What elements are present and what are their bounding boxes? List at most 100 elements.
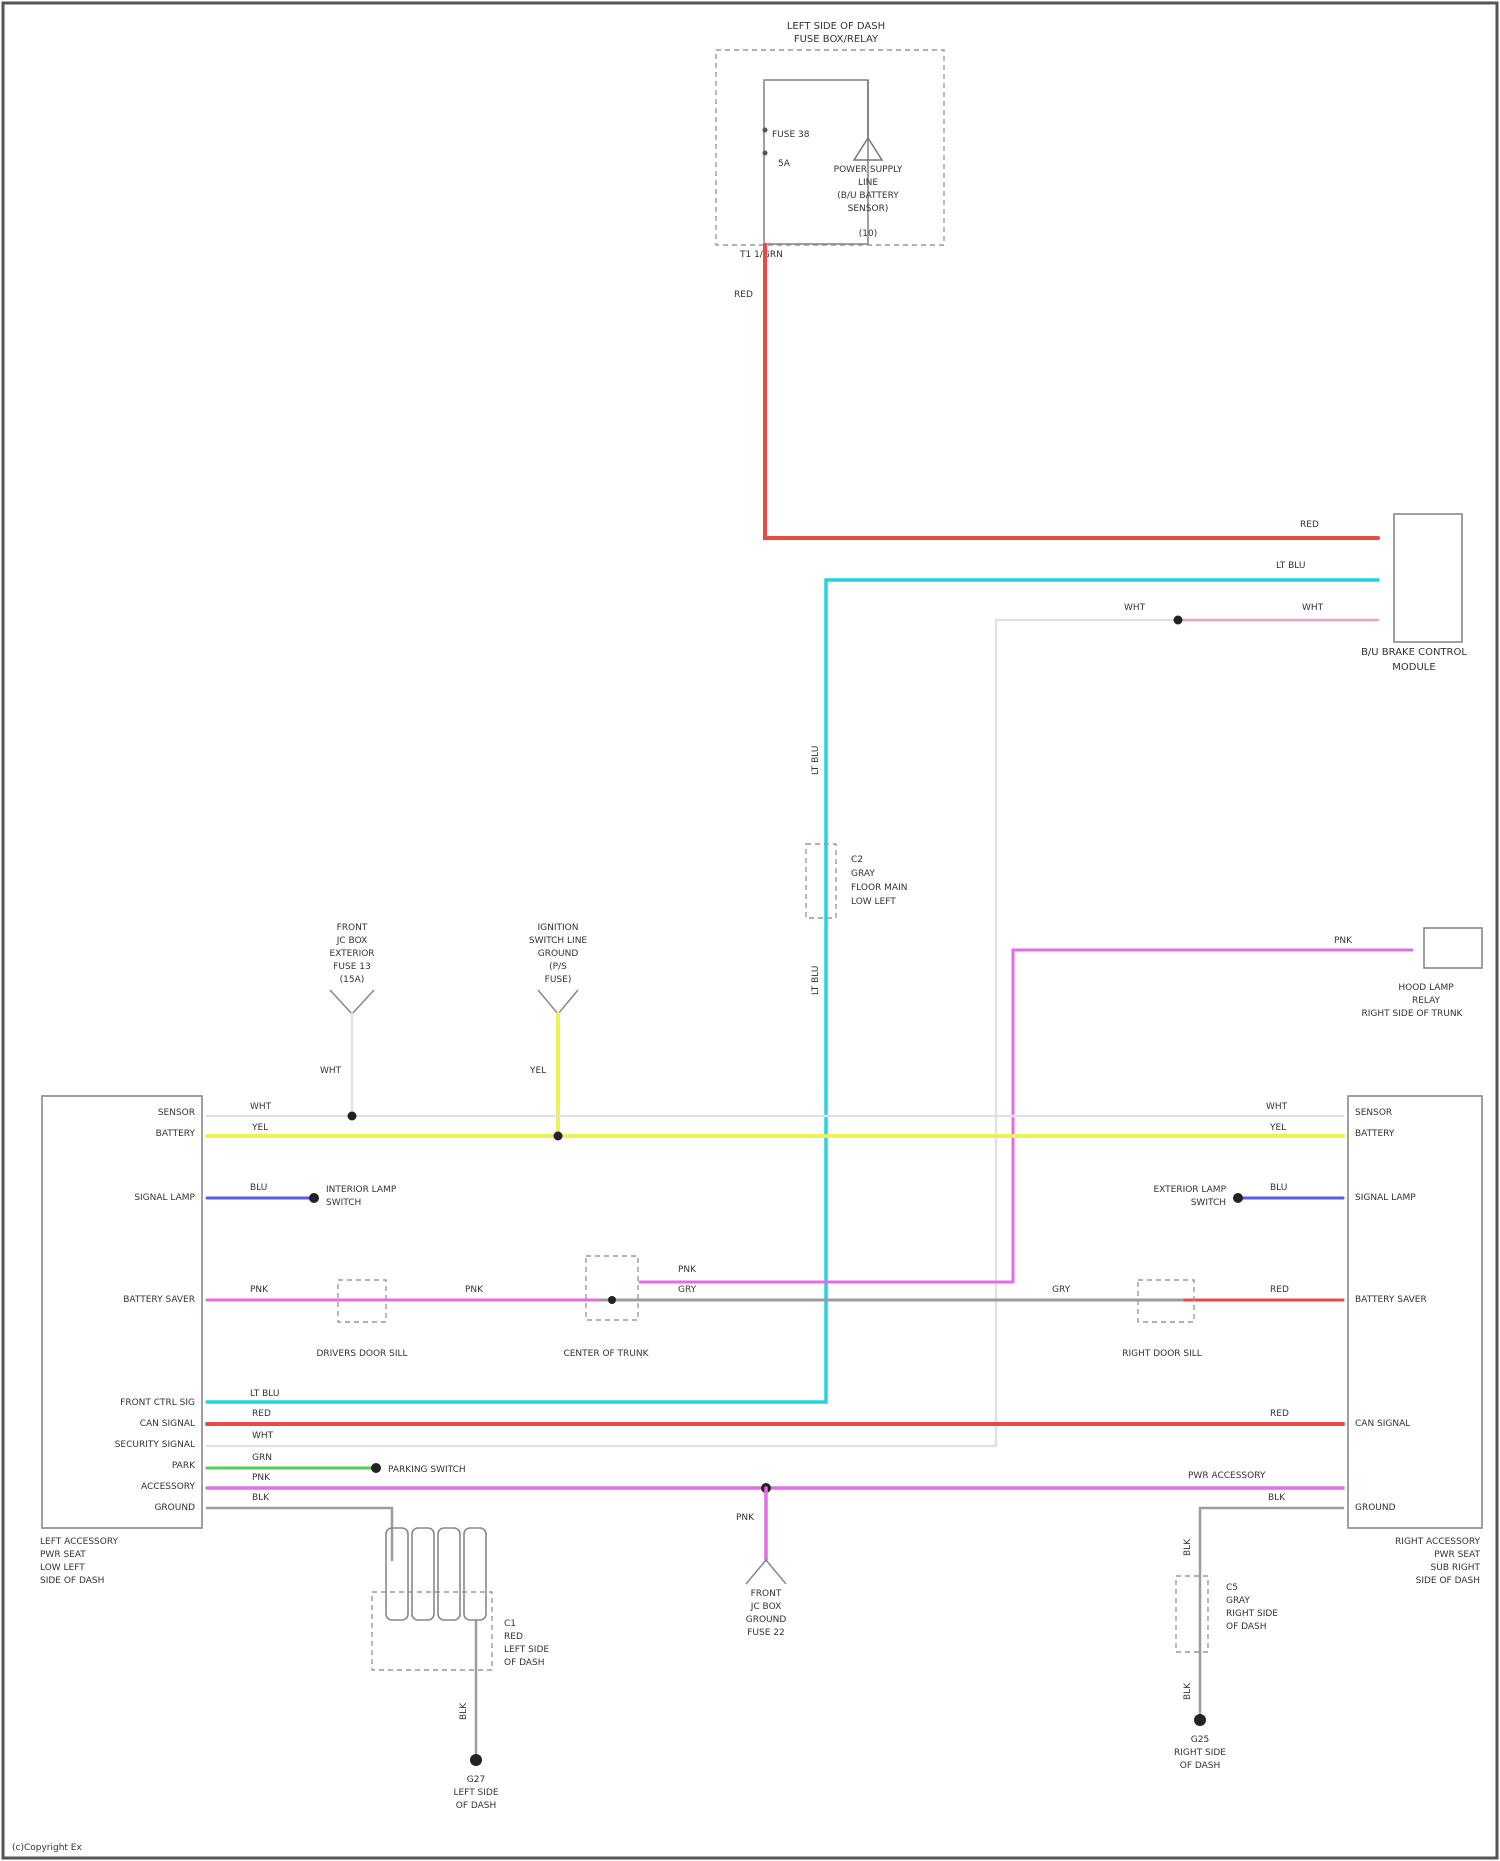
ground-left-label-2: LEFT SIDE <box>453 1788 498 1798</box>
center-fuse-label-1: FRONT <box>751 1589 782 1599</box>
wire-label-red-saver: RED <box>1270 1285 1289 1295</box>
fuse-terminal-label: T1 1/GRN <box>739 250 783 260</box>
c3-left-label-3: LEFT SIDE <box>504 1645 549 1655</box>
brake-wire-label-2: LT BLU <box>1276 561 1305 571</box>
splice-white-sensor <box>348 1112 357 1121</box>
center-fuse-symbol: FRONT JC BOX GROUND FUSE 22 <box>746 1560 787 1638</box>
lamp-left-label-2: SWITCH <box>326 1198 361 1208</box>
left-pin-park: PARK <box>172 1461 196 1471</box>
left-pin-security: SECURITY SIGNAL <box>115 1440 195 1450</box>
fuse-left-label-2: JC BOX <box>336 936 368 946</box>
c3-right-label-4: OF DASH <box>1226 1622 1267 1632</box>
pin-block-3 <box>438 1528 460 1620</box>
center-fuse-label-3: GROUND <box>746 1615 787 1625</box>
hood-lamp-label-3: RIGHT SIDE OF TRUNK <box>1362 1009 1464 1019</box>
wire-label-yel-right-bus: YEL <box>1269 1123 1286 1133</box>
wire-label-lt-blu-left: LT BLU <box>250 1389 279 1399</box>
wire-label-wht-security: WHT <box>252 1431 274 1441</box>
right-door-sill-connector: RIGHT DOOR SILL <box>1122 1280 1202 1359</box>
left-module-name-1: LEFT ACCESSORY <box>40 1537 119 1547</box>
wire-label-gry-relay: GRY <box>678 1285 697 1295</box>
wire-red-supply <box>765 245 1378 538</box>
brake-wire-label-4: WHT <box>1124 603 1146 613</box>
fuse-note-1: POWER SUPPLY <box>834 165 903 175</box>
right-module-name-1: RIGHT ACCESSORY <box>1395 1537 1480 1547</box>
c3-right-label-1: C5 <box>1226 1583 1238 1593</box>
wire-label-blk-ground-right: BLK <box>1268 1493 1286 1503</box>
left-pin-sensor: SENSOR <box>158 1108 195 1118</box>
fuse-left-label-4: FUSE 13 <box>333 962 370 972</box>
fuse-note-5: (10) <box>859 229 877 239</box>
ground-right-symbol <box>1194 1714 1206 1726</box>
splice-center-gray <box>608 1296 616 1304</box>
c2-label-3: FLOOR MAIN <box>851 883 907 893</box>
wire-label-pnk-hood: PNK <box>1334 936 1353 946</box>
ground-right-label-1: G25 <box>1191 1735 1209 1745</box>
left-pin-battery-saver: BATTERY SAVER <box>123 1295 195 1305</box>
right-pin-battery: BATTERY <box>1355 1129 1395 1139</box>
c2-connector: C2 GRAY FLOOR MAIN LOW LEFT <box>806 844 907 918</box>
fuse-center-arrow-icon <box>538 990 578 1014</box>
wire-white-feed <box>996 620 1178 1446</box>
fuse-center-label-1: IGNITION <box>538 923 579 933</box>
fuse-left-arrow-icon <box>330 990 374 1014</box>
splice-blue-left <box>309 1193 319 1203</box>
wire-label-red-can-left: RED <box>252 1409 271 1419</box>
fuse-left-label-5: (15A) <box>340 975 365 985</box>
right-module-box <box>1348 1096 1482 1528</box>
wire-label-blu-left: BLU <box>250 1183 267 1193</box>
right-pin-sensor: SENSOR <box>1355 1108 1392 1118</box>
wire-label-pnk-relay: PNK <box>678 1265 697 1275</box>
c2-outline <box>806 844 836 918</box>
fuse-note-4: SENSOR) <box>848 204 889 214</box>
park-switch-label: PARKING SWITCH <box>388 1465 466 1475</box>
center-fuse-arrow-icon <box>746 1560 786 1584</box>
splice-white-top <box>1174 616 1183 625</box>
wire-label-yel-fuse: YEL <box>529 1066 546 1076</box>
door-right-label: RIGHT DOOR SILL <box>1122 1349 1202 1359</box>
left-ground-outline <box>372 1592 492 1670</box>
right-pin-can-signal: CAN SIGNAL <box>1355 1419 1410 1429</box>
fuse-left-label-1: FRONT <box>337 923 368 933</box>
wire-label-lt-blu-vertical: LT BLU <box>811 746 821 775</box>
right-pin-signal-lamp: SIGNAL LAMP <box>1355 1193 1416 1203</box>
brake-module-box <box>1394 514 1462 642</box>
pin-block-1 <box>386 1528 408 1620</box>
wire-label-wht-left-bus: WHT <box>250 1102 272 1112</box>
wire-label-pnk-center: PNK <box>736 1513 755 1523</box>
right-ground-outline <box>1176 1576 1208 1652</box>
right-pin-ground: GROUND <box>1355 1503 1396 1513</box>
right-module-name-4: SIDE OF DASH <box>1416 1576 1480 1586</box>
hood-lamp-label-1: HOOD LAMP <box>1398 983 1454 993</box>
left-module: SENSOR BATTERY SIGNAL LAMP BATTERY SAVER… <box>40 1096 202 1586</box>
splice-yellow-battery <box>554 1132 563 1141</box>
c3-left-label-4: OF DASH <box>504 1658 545 1668</box>
c3-left-label-1: C1 <box>504 1619 516 1629</box>
wire-gray-ground-left <box>207 1508 392 1560</box>
copyright-footer: (c)Copyright Ex <box>12 1843 82 1853</box>
fuse-left-label-3: EXTERIOR <box>329 949 374 959</box>
left-pin-signal-lamp: SIGNAL LAMP <box>134 1193 195 1203</box>
left-pin-can-signal: CAN SIGNAL <box>140 1419 195 1429</box>
wire-label-red-top: RED <box>734 290 753 300</box>
right-ground-connector: C5 GRAY RIGHT SIDE OF DASH <box>1176 1576 1278 1652</box>
c2-label-2: GRAY <box>851 869 875 879</box>
right-module-name-2: PWR SEAT <box>1434 1550 1480 1560</box>
pin-block-2 <box>412 1528 434 1620</box>
wire-label-blk-right-drop-top: BLK <box>1183 1538 1193 1556</box>
right-module: SENSOR BATTERY SIGNAL LAMP BATTERY SAVER… <box>1348 1096 1482 1586</box>
fuse-center-label-3: GROUND <box>538 949 579 959</box>
c3-right-label-2: GRAY <box>1226 1596 1250 1606</box>
center-fuse-label-2: JC BOX <box>750 1602 782 1612</box>
ground-left-label-1: G27 <box>467 1775 485 1785</box>
left-pin-ground: GROUND <box>154 1503 195 1513</box>
splice-blue-right <box>1233 1193 1243 1203</box>
c3-left-label-2: RED <box>504 1632 523 1642</box>
wire-label-blk-ground-left: BLK <box>252 1493 270 1503</box>
wire-label-lt-blu-vertical-2: LT BLU <box>811 966 821 995</box>
ground-left-label-3: OF DASH <box>456 1801 497 1811</box>
wire-label-blk-left-drop: BLK <box>459 1702 469 1720</box>
ground-left-symbol <box>470 1754 482 1766</box>
wire-label-pnk-saver-2: PNK <box>465 1285 484 1295</box>
left-module-name-4: SIDE OF DASH <box>40 1576 104 1586</box>
